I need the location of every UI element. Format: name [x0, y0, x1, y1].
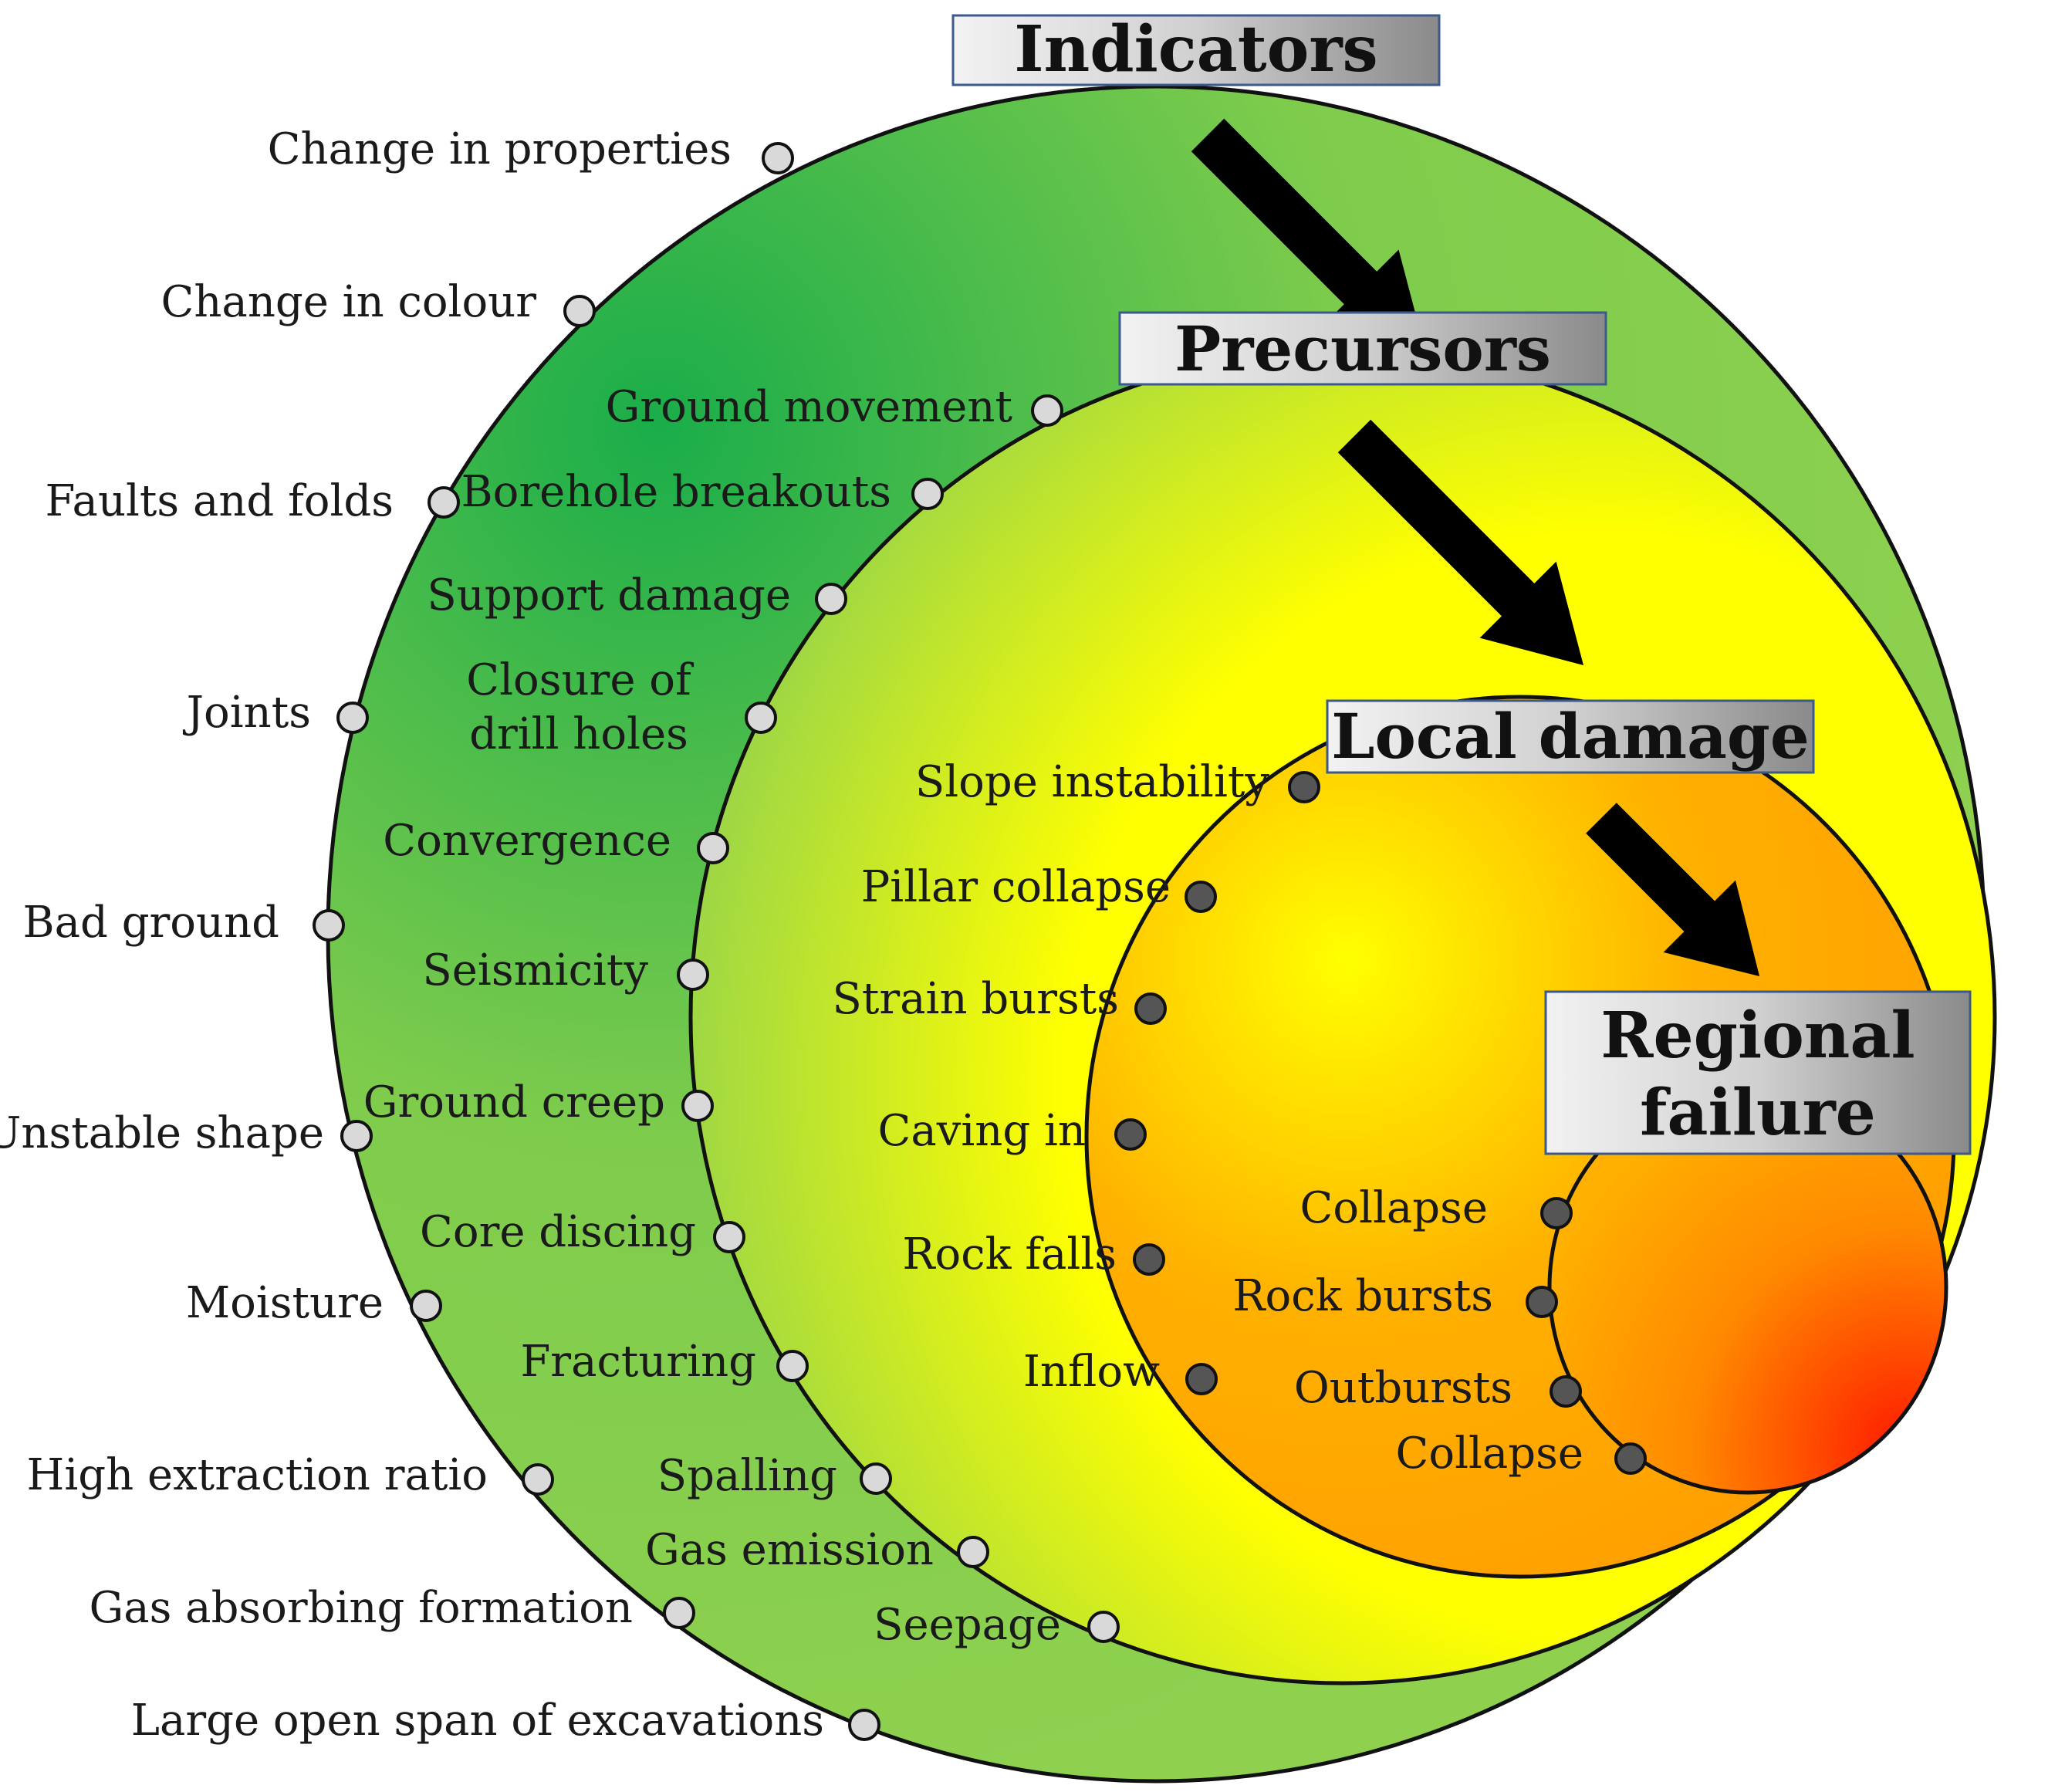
marker [1087, 1611, 1120, 1643]
indicator-label: Change in colour [161, 277, 537, 327]
marker [336, 702, 369, 734]
marker [1114, 1118, 1147, 1151]
precursor-label: Gas emission [645, 1525, 934, 1575]
local-damage-title: Local damage [1331, 700, 1810, 773]
indicator-label: Joints [183, 688, 311, 738]
marker [563, 295, 596, 327]
indicator-label: Bad ground [23, 898, 280, 948]
local-damage-label: Strain bursts [833, 974, 1119, 1024]
regional-failure-label: Rock bursts [1232, 1271, 1493, 1321]
precursor-label: drill holes [469, 709, 688, 759]
precursor-label: Seismicity [422, 945, 648, 996]
marker [911, 478, 944, 510]
precursor-label: Seepage [874, 1600, 1061, 1650]
precursors-title: Precursors [1174, 313, 1551, 385]
indicator-label: Faults and folds [46, 476, 394, 526]
marker [762, 142, 794, 174]
marker [860, 1462, 892, 1495]
marker [428, 486, 460, 519]
precursor-label: Ground creep [363, 1077, 665, 1128]
local-damage-title-box [1326, 699, 1815, 774]
marker [1031, 394, 1063, 427]
local-damage-label: Caving in [878, 1106, 1086, 1156]
precursor-label: Fracturing [520, 1337, 756, 1387]
indicator-label: Gas absorbing formation [90, 1583, 633, 1633]
marker [663, 1597, 695, 1629]
local-damage-items: Slope instability Pillar collapse Strain… [833, 757, 1320, 1397]
indicators-title-box [951, 14, 1441, 86]
precursor-label: Convergence [383, 816, 671, 866]
indicator-label: Change in properties [268, 124, 732, 174]
regional-failure-title-line2: failure [1640, 1076, 1876, 1150]
precursor-label: Core discing [420, 1207, 696, 1257]
marker [1526, 1286, 1558, 1318]
indicators-items: Change in properties Change in colour Fa… [0, 124, 880, 1746]
marker [1133, 1243, 1165, 1276]
marker [1134, 992, 1167, 1025]
precursor-label: Support damage [427, 570, 791, 620]
marker [677, 959, 709, 991]
marker [745, 702, 777, 734]
indicator-label: Unstable shape [0, 1108, 324, 1158]
local-damage-label: Slope instability [915, 757, 1269, 807]
marker [681, 1090, 714, 1122]
marker [1550, 1375, 1582, 1408]
marker [1540, 1197, 1573, 1229]
local-damage-label: Pillar collapse [861, 862, 1171, 912]
arrow-icon [1586, 803, 1760, 977]
marker [1288, 771, 1320, 803]
marker [713, 1221, 745, 1253]
indicator-label: Large open span of excavations [131, 1696, 824, 1746]
regional-failure-label: Outbursts [1294, 1363, 1512, 1413]
regional-failure-label: Collapse [1396, 1429, 1584, 1479]
marker [815, 583, 847, 615]
arrow-icon [1337, 419, 1583, 665]
regional-failure-label: Collapse [1300, 1183, 1489, 1233]
precursor-label: Closure of [466, 655, 695, 705]
marker [1185, 881, 1217, 913]
indicator-label: Moisture [186, 1278, 384, 1328]
regional-failure-title-box [1544, 990, 1972, 1155]
regional-failure-items: Collapse Rock bursts Outbursts Collapse [1232, 1183, 1647, 1479]
marker [957, 1536, 989, 1568]
marker [1185, 1363, 1218, 1395]
marker [313, 909, 345, 942]
local-damage-label: Inflow [1023, 1347, 1160, 1397]
marker [776, 1350, 809, 1382]
marker [697, 832, 729, 864]
indicators-title: Indicators [1014, 12, 1377, 86]
marker [340, 1120, 373, 1152]
indicator-label: High extraction ratio [27, 1450, 488, 1500]
marker [1614, 1442, 1647, 1475]
precursors-title-box [1118, 311, 1607, 386]
marker [848, 1709, 880, 1741]
precursor-label: Spalling [657, 1451, 837, 1501]
precursors-items: Ground movement Borehole breakouts Suppo… [363, 382, 1120, 1650]
regional-failure-title-line1: Regional [1600, 999, 1915, 1073]
precursor-label: Ground movement [606, 382, 1013, 432]
marker [522, 1463, 554, 1496]
local-damage-label: Rock falls [902, 1229, 1117, 1280]
marker [410, 1290, 442, 1322]
precursor-label: Borehole breakouts [461, 467, 891, 517]
